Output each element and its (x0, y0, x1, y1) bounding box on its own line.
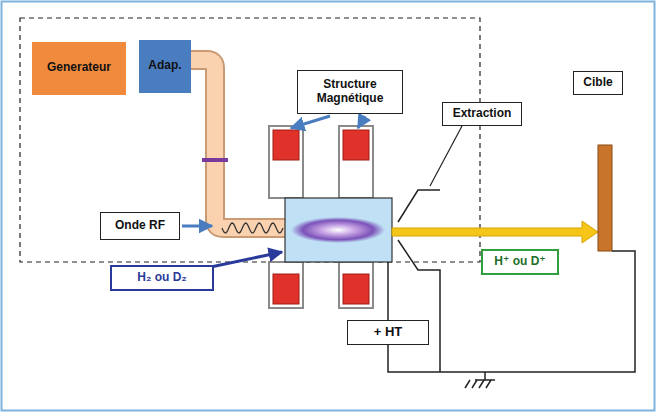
hv-wire (387, 262, 389, 320)
extraction-electrode (398, 240, 440, 372)
extraction-leader (430, 126, 462, 186)
generator-box: Generateur (32, 42, 126, 95)
magnet-arrow (291, 116, 330, 128)
waveguide (186, 60, 287, 228)
label-box: Cible (573, 71, 623, 95)
ion-beam (392, 221, 598, 243)
magnet-arrow (358, 116, 365, 128)
box-label: H₂ ou D₂ (137, 271, 186, 285)
box-label: Onde RF (115, 219, 165, 233)
label-box: Extraction (442, 102, 522, 126)
gas-arrow (206, 252, 282, 268)
label-box: Onde RF (100, 212, 180, 240)
ion-label-box: H⁺ ou D⁺ (481, 249, 559, 275)
target (598, 145, 612, 251)
plasma (291, 217, 385, 243)
box-label: Structure Magnétique (306, 78, 394, 106)
ground-symbol (465, 372, 495, 388)
box-label: Adap. (148, 59, 181, 73)
gas-label-box: H₂ ou D₂ (110, 265, 214, 291)
waveguide-window (202, 158, 228, 162)
box-label: Cible (583, 76, 612, 90)
extraction-electrode (398, 190, 440, 222)
plasma-chamber (285, 198, 392, 262)
rf-arrow (182, 225, 212, 228)
rf-wave (222, 223, 283, 233)
box-label: Generateur (47, 61, 111, 75)
box-label: H⁺ ou D⁺ (494, 255, 545, 269)
box-label: Extraction (453, 107, 512, 121)
waveguide-outline (186, 60, 287, 228)
source-enclosure (20, 18, 480, 262)
hv-box: + HT (347, 320, 429, 345)
label-box: Structure Magnétique (297, 70, 403, 114)
matching-box: Adap. (139, 40, 191, 93)
box-label: + HT (374, 325, 403, 340)
